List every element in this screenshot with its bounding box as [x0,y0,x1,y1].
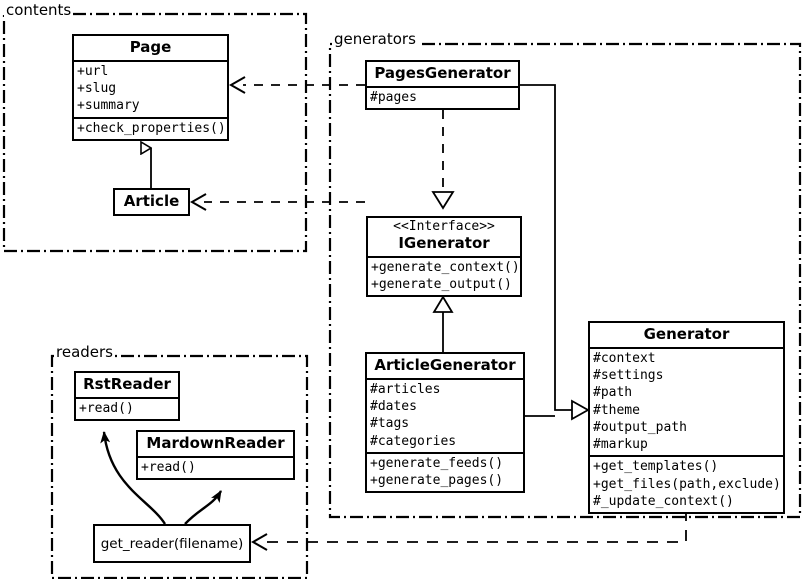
attribute: #categories [370,433,457,449]
operation: +generate_context() [371,259,520,275]
operation: +get_files(path,exclude) [593,476,781,492]
class-operations-article-generator: +generate_feeds() +generate_pages() [367,451,523,492]
package-label-contents: contents [4,1,74,19]
attribute: #output_path [593,419,687,435]
connector-getreader-to-mardownreader [184,490,223,525]
package-frame-generators [328,42,802,519]
attribute: #pages [370,89,417,105]
class-attributes-generator: #context #settings #path #theme #output_… [590,346,783,456]
class-name-pages-generator: PagesGenerator [374,64,511,82]
class-box-page[interactable]: Page +url +slug +summary +check_properti… [72,34,229,141]
class-box-generator[interactable]: Generator #context #settings #path #them… [588,321,785,515]
connector-getreader-to-rstreader [100,431,167,525]
operation: +generate_pages() [370,473,504,489]
attribute: #context [593,350,656,366]
class-name-page: Page [129,38,172,56]
connector-pagesgenerator-to-igenerator [431,110,455,210]
class-box-article-generator[interactable]: ArticleGenerator #articles #dates #tags … [365,352,525,494]
class-operations-generator: +get_templates() +get_files(path,exclude… [590,455,783,512]
class-name-igenerator: IGenerator [398,233,490,252]
class-operations-mardown-reader: +read() [138,455,293,478]
function-box-get-reader[interactable]: get_reader(filename) [93,524,251,563]
attribute: #markup [593,437,648,453]
class-name-article-generator: ArticleGenerator [374,356,516,374]
connector-generators-to-generator [520,84,590,421]
class-operations-igenerator: +generate_context() +generate_output() [368,255,520,296]
operation: +read() [79,400,134,416]
connector-generator-to-getreader [250,510,687,551]
attribute: #settings [593,368,664,384]
class-box-pages-generator[interactable]: PagesGenerator #pages [365,60,520,111]
attribute: #dates [370,399,417,415]
class-name-generator: Generator [643,325,730,343]
operation: #_update_context() [593,494,734,510]
operation: +check_properties() [77,120,226,136]
class-stereotype-igenerator: <<Interface>> [393,219,495,234]
class-operations-rst-reader: +read() [76,396,178,419]
class-name-rst-reader: RstReader [83,375,171,393]
operation: +generate_output() [371,277,512,293]
connector-pagesgenerator-to-page [228,76,365,94]
class-attributes-pages-generator: #pages [367,85,518,108]
class-box-igenerator[interactable]: <<Interface>> IGenerator +generate_conte… [366,216,522,298]
class-header-igenerator: <<Interface>> IGenerator [368,218,520,256]
operation: +read() [141,459,196,475]
function-label-get-reader: get_reader(filename) [100,535,244,552]
package-frame-readers [50,354,309,579]
attribute: #articles [370,381,441,397]
attribute: #path [593,385,633,401]
operation: +get_templates() [593,459,719,475]
class-box-rst-reader[interactable]: RstReader +read() [74,371,180,422]
class-box-mardown-reader[interactable]: MardownReader +read() [136,430,295,481]
operation: +generate_feeds() [370,455,504,471]
connector-articlegenerator-to-article [189,193,365,211]
class-attributes-page: +url +slug +summary [74,59,227,117]
attribute: +summary [77,98,140,114]
package-frame-contents [2,12,308,253]
package-label-readers: readers [54,343,115,361]
class-operations-page: +check_properties() [74,116,227,139]
class-box-article[interactable]: Article [113,188,190,216]
attribute: #theme [593,402,640,418]
package-label-generators: generators [332,30,418,48]
class-attributes-article-generator: #articles #dates #tags #categories [367,377,523,452]
class-name-article: Article [123,192,180,210]
attribute: +url [77,63,109,79]
connector-articlegenerator-to-igenerator [432,295,454,352]
attribute: +slug [77,81,117,97]
attribute: #tags [370,416,410,432]
class-name-mardown-reader: MardownReader [146,434,285,452]
